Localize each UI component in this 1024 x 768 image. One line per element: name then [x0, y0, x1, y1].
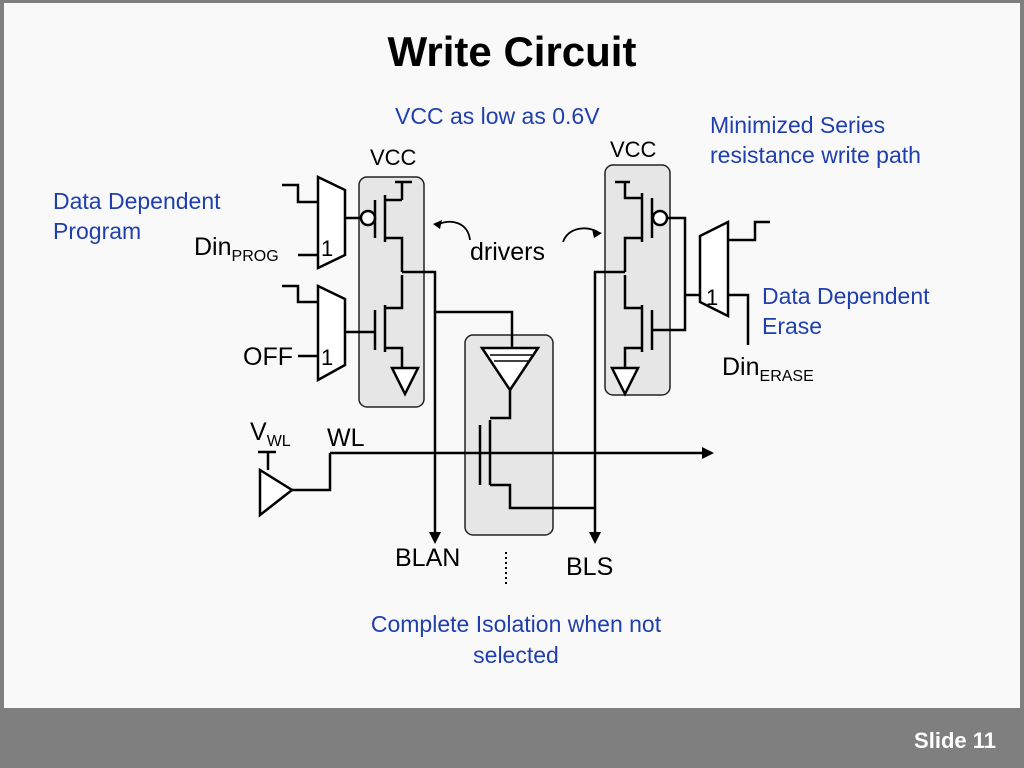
mux-erase	[698, 219, 770, 345]
left-pmos	[359, 180, 412, 272]
off-label: OFF	[243, 343, 293, 371]
right-gate-wire	[652, 216, 687, 332]
left-nmos	[373, 275, 421, 397]
series-note-line1: Minimized Series	[710, 112, 886, 138]
bls-label: BLS	[566, 553, 614, 581]
right-nmos	[609, 275, 654, 397]
right-pmos	[615, 180, 669, 272]
mux-erase-one: 1	[706, 285, 719, 310]
bls-arrow	[589, 532, 601, 544]
slide-number: Slide 11	[914, 728, 996, 753]
isolation-box	[464, 334, 554, 536]
left-output-wire	[402, 270, 437, 540]
isolation-note-line2: selected	[473, 642, 559, 668]
din-prog-label: DinPROG	[194, 233, 279, 265]
right-driver-box	[604, 164, 671, 396]
din-erase-label: DinERASE	[722, 353, 814, 385]
mux-program	[282, 175, 362, 270]
blan-arrow	[429, 532, 441, 544]
wl-buffer	[258, 467, 295, 518]
footer-bar	[0, 708, 1024, 768]
right-output-wire	[593, 270, 625, 540]
vcc-left-label: VCC	[370, 145, 417, 170]
mux-off	[282, 284, 375, 383]
blan-label: BLAN	[395, 544, 461, 572]
isolation-buffer	[479, 346, 541, 393]
drivers-pointer-left	[436, 220, 471, 241]
page-title: Write Circuit	[387, 28, 637, 75]
drivers-label: drivers	[470, 238, 546, 266]
mux-off-one: 1	[321, 345, 334, 370]
mux-program-one: 1	[321, 236, 334, 261]
erase-note-line2: Erase	[762, 313, 823, 339]
series-note-line2: resistance write path	[710, 142, 921, 168]
isolation-note-line1: Complete Isolation when not	[370, 611, 662, 637]
isolation-nmos	[490, 390, 512, 420]
vwl-label: VWL	[250, 418, 291, 450]
vcc-low-note: VCC as low as 0.6V	[395, 103, 600, 129]
wl-label: WL	[327, 424, 365, 452]
program-note-line2: Program	[53, 218, 142, 244]
erase-note-line1: Data Dependent	[762, 283, 930, 309]
wl-arrow	[702, 447, 714, 459]
vcc-right-label: VCC	[610, 137, 657, 162]
buffer-input-wire	[435, 310, 514, 348]
program-note-line1: Data Dependent	[53, 188, 221, 214]
